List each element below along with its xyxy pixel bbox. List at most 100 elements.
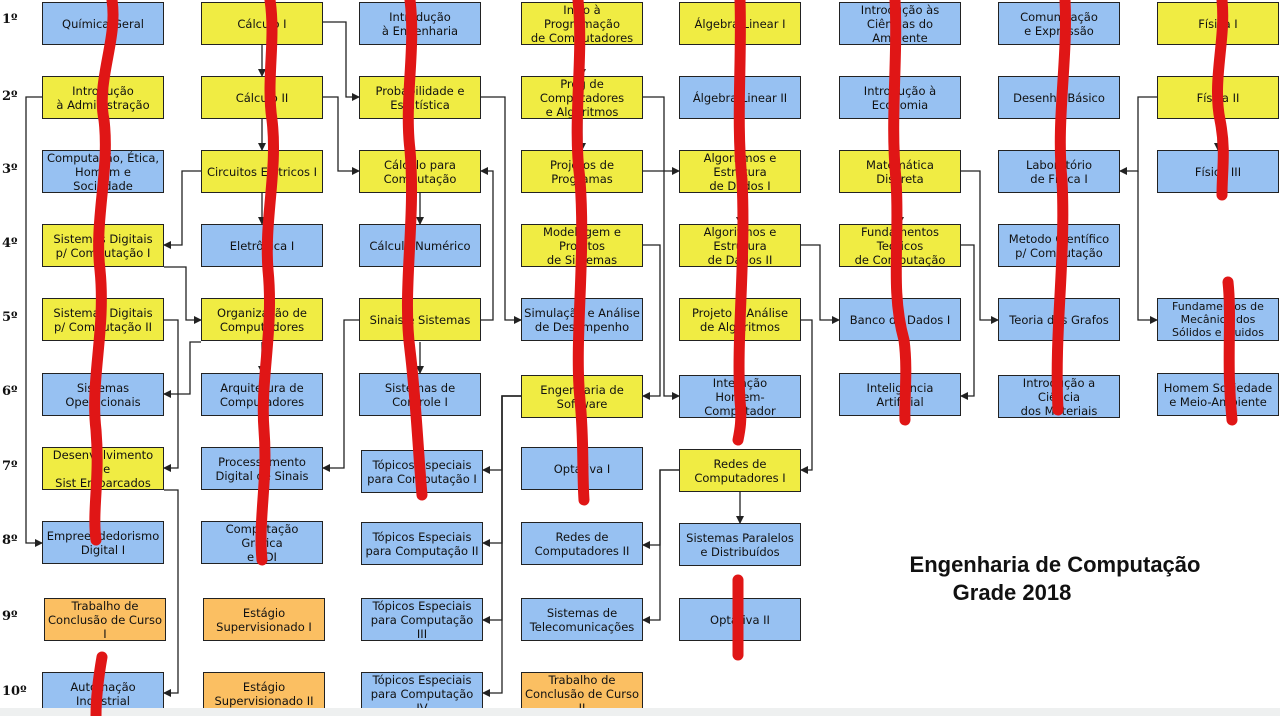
course-sistemas-paralelos: Sistemas Paralelos e Distribuídos: [679, 523, 801, 566]
connector-31: [642, 469, 679, 549]
course-prog-algoritmos: Prog de Computadores e Algoritmos: [521, 76, 643, 119]
semester-label-4: 4º: [2, 236, 18, 251]
course-metodo-cientifico: Metodo Científico p/ Computação: [998, 224, 1120, 267]
connector-25: [482, 395, 521, 547]
semester-label-6: 6º: [2, 384, 18, 399]
course-processamento-sinais: Processamento Digital de Sinais: [201, 447, 323, 490]
course-algebra-linear-1: Álgebra Linear I: [679, 2, 801, 45]
course-fundamentos-teoricos: Fundamentos Teóricos de Computação: [839, 224, 961, 267]
course-projeto-analise-algoritmos: Projeto e Análise de Algoritmos: [679, 298, 801, 341]
course-sistemas-embarcados: Desenvolvimento de Sist Embarcados: [42, 447, 164, 490]
connector-23: [482, 395, 521, 697]
course-introducao-administracao: Introdução à Administração: [42, 76, 164, 119]
connector-24: [482, 395, 521, 624]
course-sinais-sistemas: Sinais e Sistemas: [359, 298, 481, 341]
connector-3: [323, 21, 360, 101]
course-teoria-grafos: Teoria dos Grafos: [998, 298, 1120, 341]
course-circuitos-eletricos: Circuitos Elétricos I: [201, 150, 323, 193]
course-topicos-3: Tópicos Especiais para Computação III: [361, 598, 483, 641]
course-computacao-grafica: Computação Gráfica e PDI: [201, 521, 323, 564]
course-fisica-1: Física I: [1157, 2, 1279, 45]
course-estagio-2: Estágio Supervisionado II: [203, 672, 325, 715]
connector-32: [642, 469, 679, 624]
course-calculo-1: Cálculo I: [201, 2, 323, 45]
course-sistemas-controle: Sistemas de Controle I: [359, 373, 481, 416]
chart-title-line1: Engenharia de Computação: [909, 552, 1201, 577]
course-empreendedorismo: Empreendedorismo Digital I: [42, 521, 164, 564]
course-optativa-1: Optativa I: [521, 447, 643, 490]
course-tcc-2: Trabalho de Conclusão de Curso II: [521, 672, 643, 715]
connector-29: [800, 319, 813, 474]
connector-22: [643, 96, 680, 400]
red-marker-stroke-5: [888, 0, 912, 426]
course-tcc-1: Trabalho de Conclusão de Curso I: [44, 598, 166, 641]
course-modelagem-sistemas: Modelagem e Projetos de Sistemas: [521, 224, 643, 267]
connector-26: [482, 395, 521, 474]
connector-8: [163, 341, 201, 398]
semester-label-2: 2º: [2, 89, 18, 104]
connector-34: [961, 170, 999, 324]
course-calculo-computacao: Cálculo para Computação: [359, 150, 481, 193]
course-simulacao-desempenho: Simulação e Análise de Desempenho: [521, 298, 643, 341]
semester-label-3: 3º: [2, 162, 18, 177]
course-intro-programacao: Intro à Programação de Computadores: [521, 2, 643, 45]
red-marker-stroke-4: [732, 0, 749, 446]
course-matematica-discreta: Matemática Discreta: [839, 150, 961, 193]
course-introducao-economia: Introdução à Economia: [839, 76, 961, 119]
course-ciencia-materiais: Introdução a Ciência dos Materiais: [998, 375, 1120, 418]
course-engenharia-software: Engenharia de Software: [521, 375, 643, 418]
bottom-edge: [0, 708, 1280, 716]
course-estagio-1: Estágio Supervisionado I: [203, 598, 325, 641]
course-calculo-numerico: Cálculo Numérico: [359, 224, 481, 267]
course-projetos-programas: Projetos de Programas: [521, 150, 643, 193]
connector-4: [323, 96, 360, 175]
course-organizacao-computadores: Organização de Computadores: [201, 298, 323, 341]
course-fisica-3: Física III: [1157, 150, 1279, 193]
course-comunicacao-expressao: Comunicação e Expressão: [998, 2, 1120, 45]
course-homem-sociedade: Homem Sociedade e Meio-Ambiente: [1157, 373, 1279, 416]
course-aed-2: Algoritmos e Estrutura de Dados II: [679, 224, 801, 267]
course-topicos-2: Tópicos Especiais para Computação II: [361, 522, 483, 565]
course-introducao-engenharia: Introdução à Engenharia: [359, 2, 481, 45]
course-probabilidade-estatistica: Probabilidade e Estatística: [359, 76, 481, 119]
course-ihc: Interação Homem-Computador: [679, 375, 801, 418]
connector-38: [1119, 96, 1157, 175]
course-sistemas-digitais-1: Sistemas Digitais p/ Computação I: [42, 224, 164, 267]
connector-7: [164, 266, 202, 324]
course-laboratorio-fisica: Laboratório de Física I: [998, 150, 1120, 193]
course-redes-2: Redes de Computadores II: [521, 522, 643, 565]
chart-title-line2: Grade 2018: [952, 580, 1072, 605]
connector-21: [642, 244, 661, 400]
connector-35: [960, 244, 975, 400]
course-sistemas-operacionais: Sistemas Operacionais: [42, 373, 164, 416]
semester-label-8: 8º: [2, 533, 18, 548]
course-calculo-2: Cálculo II: [201, 76, 323, 119]
semester-label-9: 9º: [2, 609, 18, 624]
course-topicos-4: Tópicos Especiais para Computação IV: [361, 672, 483, 715]
connector-14: [480, 167, 494, 321]
connector-13: [322, 319, 359, 472]
semester-label-10: 10º: [2, 684, 27, 699]
course-optativa-2: Optativa II: [679, 598, 801, 641]
course-aed-1: Algoritmos e Estrutura de Dados I: [679, 150, 801, 193]
course-banco-dados: Banco de Dados I: [839, 298, 961, 341]
connector-39: [1137, 171, 1158, 324]
semester-label-1: 1º: [2, 12, 18, 27]
semester-label-5: 5º: [2, 310, 18, 325]
course-sistemas-digitais-2: Sistemas Digitais p/ Computação II: [42, 298, 164, 341]
connector-9: [163, 319, 179, 472]
connector-6: [163, 170, 201, 249]
course-computacao-etica: Computação, Ética, Homem e Sociedade: [42, 150, 164, 193]
course-eletronica: Eletrônica I: [201, 224, 323, 267]
course-topicos-1: Tópicos Especiais para Computação I: [361, 450, 483, 493]
red-marker-stroke-6: [1051, 0, 1071, 416]
connector-16: [481, 96, 522, 324]
connector-28: [801, 244, 840, 324]
course-ciencias-ambiente: Introdução às Ciências do Ambiente: [839, 2, 961, 45]
semester-label-7: 7º: [2, 459, 18, 474]
course-redes-1: Redes de Computadores I: [679, 449, 801, 492]
connector-12: [163, 489, 179, 697]
course-arquitetura-computadores: Arquitetura de Computadores: [201, 373, 323, 416]
course-quimica-geral: Química Geral: [42, 2, 164, 45]
